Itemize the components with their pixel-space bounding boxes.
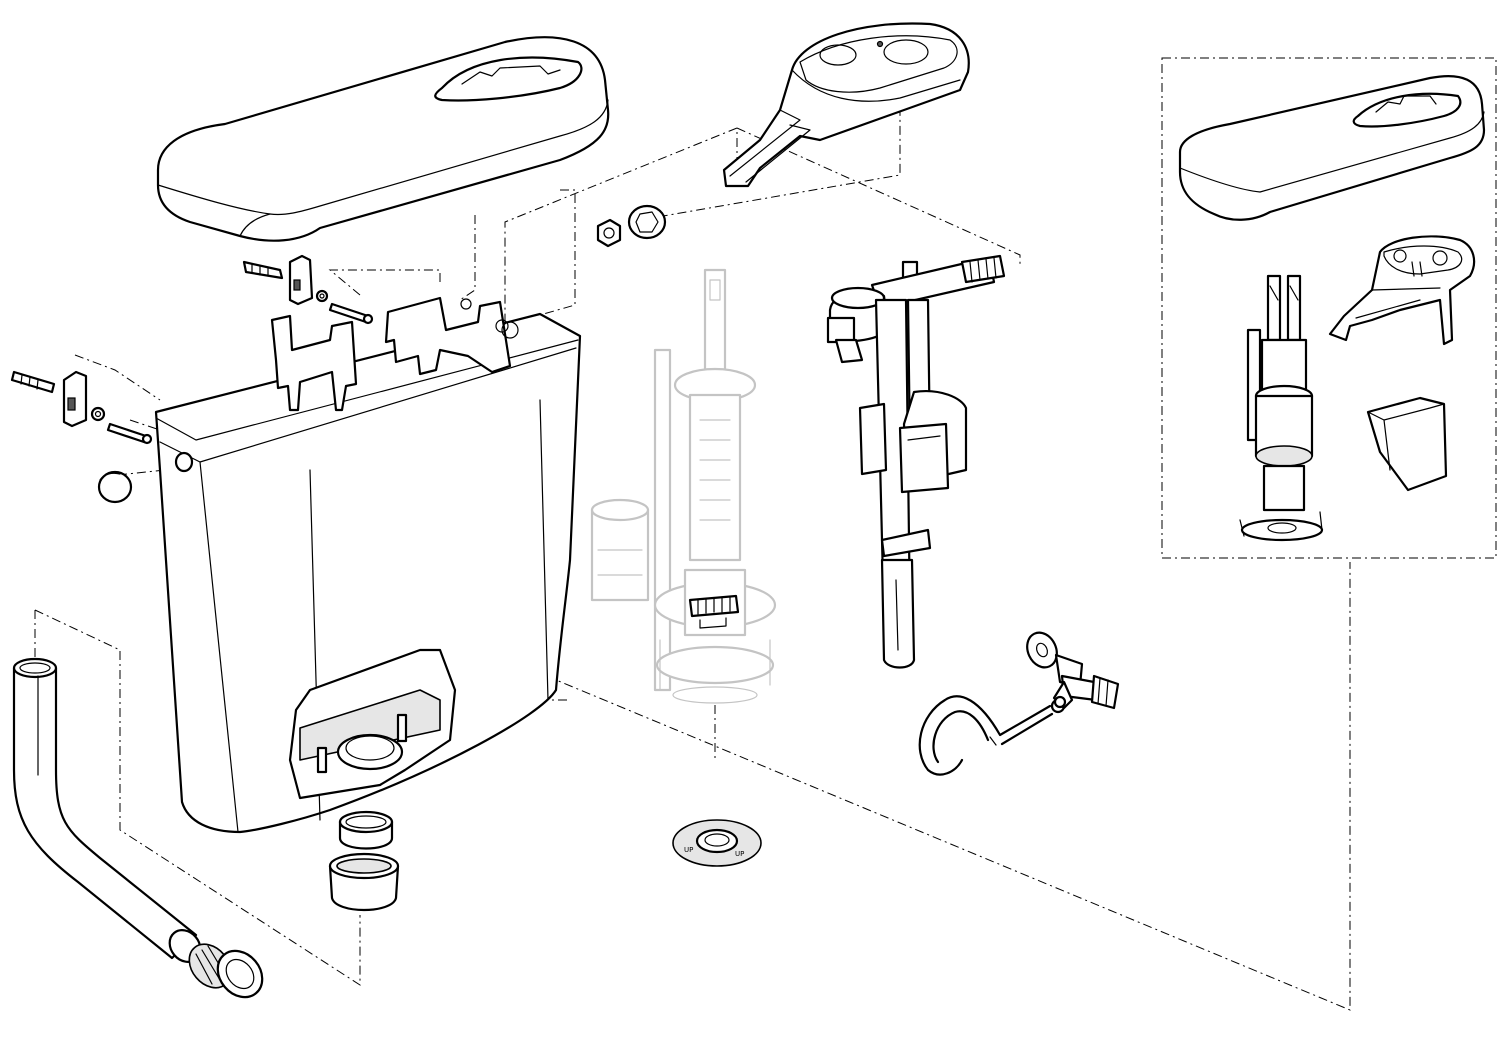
cistern-tank [154, 296, 582, 834]
wall-mount-kit-lower [10, 370, 153, 445]
nuts-washers [596, 204, 667, 248]
angle-stop-valve [1026, 631, 1120, 710]
flush-valve [590, 268, 777, 704]
flush-valve-clip [688, 594, 740, 629]
cistern-lid [156, 36, 610, 242]
spare-kit-inset [1161, 57, 1497, 559]
outlet-seals [328, 810, 400, 912]
gasket-mark-left: UP [684, 846, 693, 854]
gasket-mark-right: UP [735, 850, 744, 858]
fill-valve [826, 254, 1006, 669]
valve-seat-gasket: UP UP [672, 819, 762, 867]
pipe-seal [188, 943, 264, 999]
flush-pipe [12, 657, 202, 963]
flush-actuator-bracket [722, 22, 970, 188]
supply-hose [918, 695, 1066, 776]
wall-mount-kit-upper [242, 254, 374, 325]
blanking-cap [97, 470, 133, 504]
